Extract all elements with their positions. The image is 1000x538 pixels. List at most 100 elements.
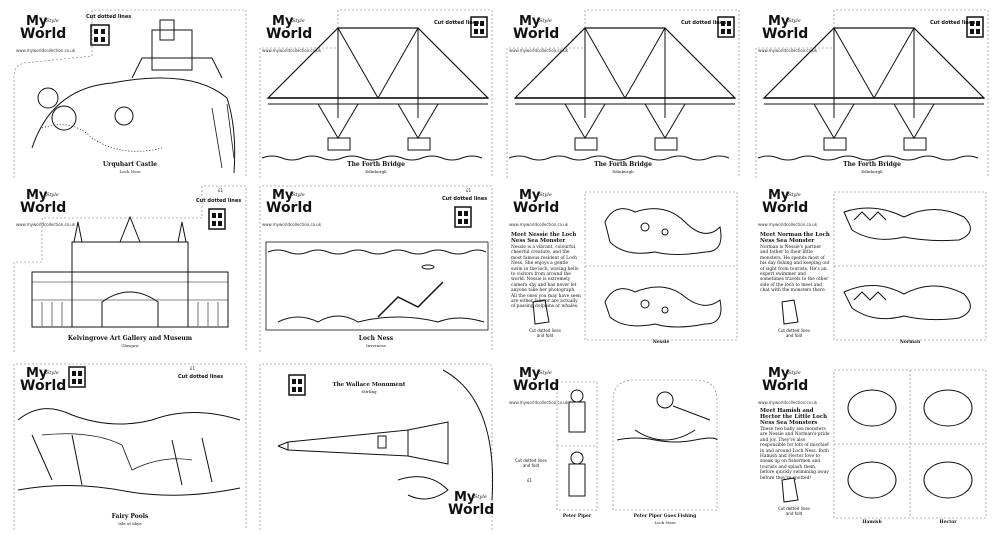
cut-label: Cut dotted lines [434, 20, 480, 26]
logo-tag: Style [539, 18, 552, 24]
sheet-hamish-hector[interactable]: My Style World www.myworldcollection.co.… [754, 360, 990, 530]
norman-story: Meet Norman the Loch Ness Sea Monster No… [760, 232, 830, 294]
logo-world: World [20, 26, 67, 42]
sheet-title: Peter Piper [562, 514, 592, 519]
norman-illustration [781, 191, 987, 341]
brand-logo: My Style World [20, 12, 66, 46]
sheet-caption: Fairy Pools Isle of Skye [12, 513, 248, 526]
urquhart-castle-illustration [13, 9, 247, 178]
logo-world: World [513, 200, 560, 216]
sheet-kelvingrove[interactable]: My Style World www.myworldcollection.co.… [12, 182, 248, 352]
sheet-caption: Urquhart Castle Loch Ness [12, 161, 248, 174]
logo-tag: Style [46, 370, 59, 376]
forth-bridge-illustration [755, 9, 989, 178]
cut-label: Cut dotted lines [442, 196, 488, 202]
building-icon [470, 16, 488, 38]
sheet-title: The Forth Bridge [594, 161, 652, 168]
brand-logo: My Style World [513, 364, 559, 398]
sheet-title: Kelvingrove Art Gallery and Museum [67, 335, 193, 342]
sheet-subtitle: Loch Ness [119, 169, 141, 174]
fairy-pools-illustration [13, 363, 247, 530]
building-icon [288, 374, 306, 396]
sheet-caption: The Forth Bridge Edinburgh [258, 161, 494, 174]
sheet-caption: Hamish [862, 520, 882, 525]
story-body: These two baby sea monsters are Nessie a… [760, 427, 830, 481]
sheet-forth-bridge-2[interactable]: My Style World www.myworldcollection.co.… [505, 8, 741, 178]
sheet-title: The Wallace Monument [332, 382, 406, 388]
brand-url: www.myworldcollection.co.uk [16, 222, 76, 227]
sheet-loch-ness[interactable]: My Style World www.myworldcollection.co.… [258, 182, 494, 352]
sheet-caption: Hector [939, 520, 957, 525]
sheet-title: Fairy Pools [111, 513, 149, 520]
sheet-caption: Kelvingrove Art Gallery and Museum Glasg… [12, 335, 248, 348]
cut-label: Cut dotted lines [178, 374, 224, 380]
wallace-monument-illustration [259, 363, 494, 530]
logo-world: World [266, 26, 313, 42]
building-icon [68, 366, 86, 388]
brand-url: www.myworldcollection.co.uk [262, 222, 322, 227]
sheet-subtitle: Isle of Skye [118, 521, 142, 526]
brand-url: www.myworldcollection.co.uk [262, 48, 322, 53]
sheet-subtitle: Glasgow [121, 343, 139, 348]
building-icon [90, 24, 110, 46]
logo-tag: Style [788, 370, 801, 376]
brand-logo: My Style World [20, 186, 66, 220]
sheet-fairy-pools[interactable]: My Style World £1 Cut dotted lines Fairy… [12, 360, 248, 530]
sheet-caption: Norman [899, 340, 921, 345]
brand-url: www.myworldcollection.co.uk [16, 48, 76, 53]
logo-tag: Style [474, 494, 487, 500]
sheet-nessie[interactable]: My Style World www.myworldcollection.co.… [505, 182, 741, 352]
sheet-norman[interactable]: My Style World www.myworldcollection.co.… [754, 182, 990, 352]
sheet-subtitle: Inverness [366, 343, 386, 348]
logo-world: World [266, 200, 313, 216]
logo-world: World [762, 378, 809, 394]
building-icon [966, 16, 984, 38]
cut-label: Cut dotted lines [681, 20, 727, 26]
sheet-subtitle: Edinburgh [365, 169, 387, 174]
sheet-forth-bridge-1[interactable]: My Style World www.myworldcollection.co.… [258, 8, 494, 178]
sheet-caption: Loch Ness Inverness [258, 335, 494, 348]
forth-bridge-illustration [259, 9, 493, 178]
cut-label: Cut dotted lines [196, 198, 242, 204]
building-icon [208, 208, 226, 230]
kelvingrove-illustration [13, 185, 247, 352]
story-body: Nessie is a vibrant, colourful, cheerful… [511, 245, 581, 310]
sheet-title: Urquhart Castle [102, 161, 158, 168]
forth-bridge-illustration [506, 9, 740, 178]
brand-logo: My Style World [266, 186, 312, 220]
logo-world: World [762, 26, 809, 42]
sheet-title: Peter Piper Goes Fishing [633, 514, 697, 519]
logo-world: World [762, 200, 809, 216]
story-body: Norman is Nessie's partner and father to… [760, 245, 830, 294]
logo-my: My [26, 14, 48, 29]
story-heading: Meet Norman the Loch Ness Sea Monster [760, 232, 830, 244]
sheet-caption: Nessie [652, 340, 670, 345]
brand-logo: My Style World [448, 488, 494, 522]
building-icon [717, 16, 735, 38]
sheet-title: The Forth Bridge [347, 161, 405, 168]
logo-tag: Style [46, 192, 59, 198]
price-label: £1 [190, 366, 196, 371]
nessie-story: Meet Nessie the Loch Ness Sea Monster Ne… [511, 232, 581, 310]
price-label: £1 [527, 478, 533, 483]
logo-my: My [768, 188, 790, 203]
sheet-peter-piper[interactable]: My Style World www.myworldcollection.co.… [505, 360, 741, 530]
logo-world: World [513, 26, 560, 42]
logo-world: World [20, 378, 67, 394]
sheet-forth-bridge-3[interactable]: My Style World www.myworldcollection.co.… [754, 8, 990, 178]
sheet-caption: The Forth Bridge Edinburgh [754, 161, 990, 174]
fold-note: Cut dotted lines and fold [529, 328, 561, 338]
brand-logo: My Style World [513, 12, 559, 46]
fold-note: Cut dotted lines and fold [778, 506, 810, 516]
brand-logo: My Style World [762, 186, 808, 220]
logo-tag: Style [788, 192, 801, 198]
brand-logo: My Style World [762, 12, 808, 46]
sheet-wallace-monument[interactable]: My Style World The Wallace Monument Stir… [258, 360, 494, 530]
logo-my: My [272, 188, 294, 203]
price-label: £1 [466, 188, 472, 193]
hamish-hector-story: Meet Hamish and Hector the Little Loch N… [760, 408, 832, 481]
sheet-urquhart-castle[interactable]: My Style World www.myworldcollection.co.… [12, 8, 248, 178]
brand-logo: My Style World [20, 364, 66, 398]
logo-my: My [454, 490, 476, 505]
fold-note: Cut dotted lines and fold [515, 458, 547, 468]
